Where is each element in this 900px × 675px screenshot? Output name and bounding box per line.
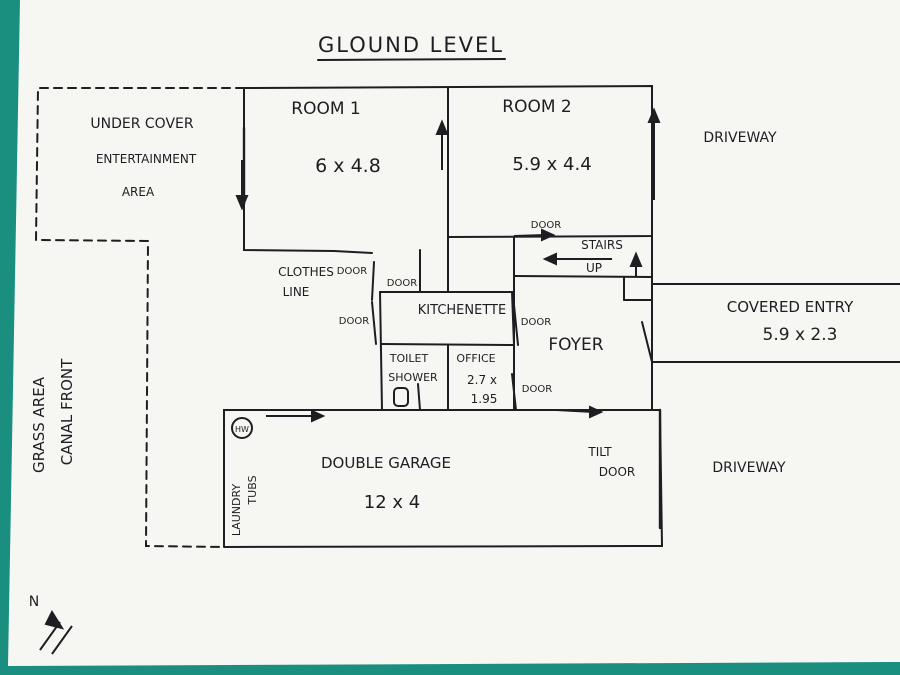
paper-sheet — [8, 0, 900, 666]
toilet-fixture — [393, 387, 409, 407]
room1-name: ROOM 1 — [291, 99, 360, 119]
clothes-line-label-1: CLOTHES — [278, 265, 334, 279]
foyer-door-label: DOOR — [521, 317, 551, 328]
undercover-label-3: AREA — [122, 185, 155, 199]
canal-front-label: CANAL FRONT — [58, 358, 76, 465]
stairs-bottom-wall — [513, 275, 653, 278]
stairs-label: STAIRS — [581, 238, 623, 252]
north-arrow-stem-2 — [51, 625, 73, 655]
tubs-label: TUBS — [246, 475, 259, 505]
foyer-label: FOYER — [548, 335, 603, 355]
office-door-label: DOOR — [522, 384, 552, 395]
clothes-door-swing — [371, 261, 375, 301]
north-label: N — [29, 594, 39, 610]
toilet-inner-wall — [417, 383, 421, 411]
covered-entry-size: 5.9 x 2.3 — [763, 325, 838, 345]
hw-circle — [231, 417, 253, 439]
left-door-label: DOOR — [339, 316, 369, 327]
garage-size: 12 x 4 — [364, 492, 420, 513]
laundry-label: LAUNDRY — [230, 484, 243, 537]
title-underline — [317, 58, 506, 61]
room2-door-label: DOOR — [531, 220, 561, 231]
plan-title: GLOUND LEVEL — [318, 33, 504, 57]
front-door-swing — [641, 321, 653, 363]
toilet-label: TOILET — [389, 352, 429, 365]
clothes-line-label-2: LINE — [283, 285, 310, 299]
office-size-2: 1.95 — [471, 392, 498, 406]
north-arrow-head — [44, 609, 65, 630]
office-door-swing — [511, 373, 517, 411]
office-name: OFFICE — [456, 352, 495, 365]
driveway-top: DRIVEWAY — [703, 130, 777, 146]
room2-door-arrow — [513, 234, 547, 237]
shower-label: SHOWER — [388, 371, 438, 384]
clothes-line-wall — [333, 250, 373, 254]
undercover-dashed-boundary — [34, 87, 245, 548]
garage-name: DOUBLE GARAGE — [321, 454, 451, 472]
office-size-1: 2.7 x — [467, 373, 497, 387]
kitchenette-label: KITCHENETTE — [418, 303, 506, 318]
hw-label: HW — [235, 425, 249, 434]
kitchenette-left-wall — [379, 291, 383, 411]
grass-area-label: GRASS AREA — [30, 376, 48, 473]
clothes-door-label: DOOR — [337, 266, 367, 277]
tilt-label: TILT — [587, 445, 612, 459]
room1-size: 6 x 4.8 — [315, 155, 381, 177]
kitchen-top-door-label: DOOR — [387, 278, 417, 289]
room2-size: 5.9 x 4.4 — [512, 154, 591, 175]
kitchen-door-swing — [513, 304, 519, 346]
room2-name: ROOM 2 — [502, 97, 571, 117]
stairs-up-label: UP — [586, 261, 602, 275]
driveway-bottom: DRIVEWAY — [712, 460, 786, 476]
tilt-door-label: DOOR — [599, 465, 635, 479]
left-door-swing — [371, 301, 377, 345]
tilt-door-arrow — [555, 409, 595, 413]
undercover-label-2: ENTERTAINMENT — [96, 152, 197, 166]
undercover-label-1: UNDER COVER — [90, 116, 193, 132]
covered-entry-name: COVERED ENTRY — [727, 298, 854, 316]
